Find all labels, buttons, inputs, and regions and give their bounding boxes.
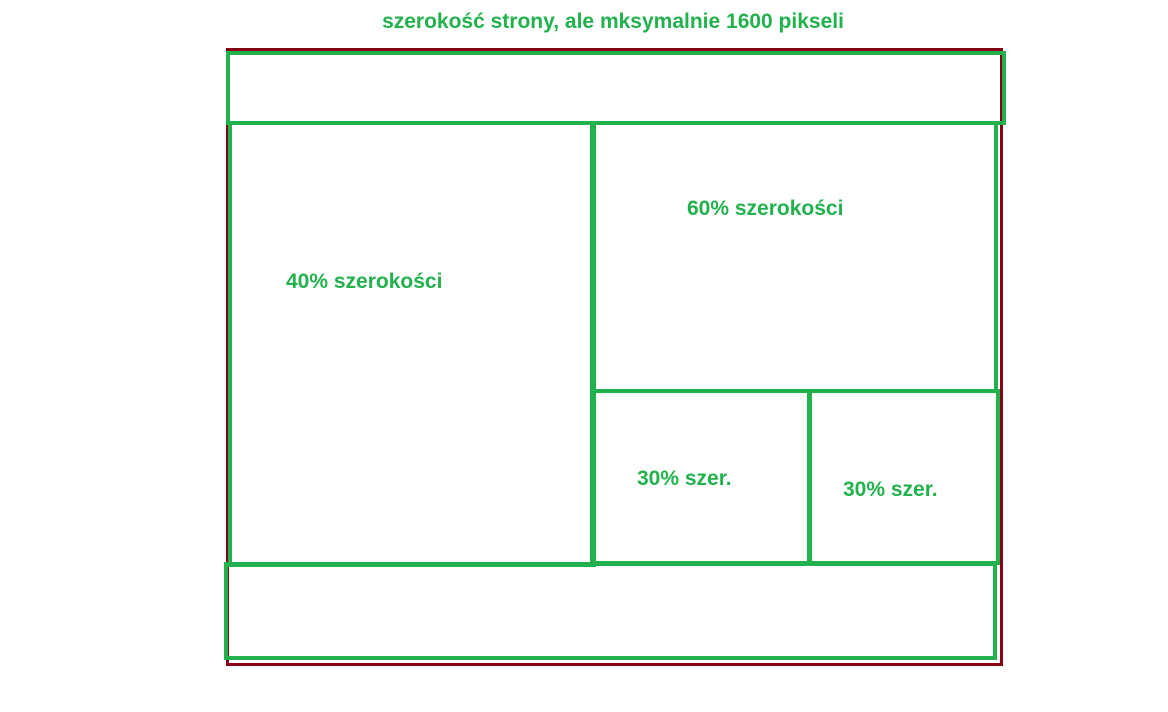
right-bottom-left-label: 30% szer. (637, 467, 732, 490)
right-top-box (590, 121, 998, 393)
right-bottom-right-box (807, 389, 1000, 565)
page-outer-frame (226, 48, 1003, 666)
diagram-title: szerokość strony, ale mksymalnie 1600 pi… (382, 10, 844, 33)
header-section-box (226, 51, 1006, 125)
right-bottom-right-label: 30% szer. (843, 478, 938, 501)
right-top-label: 60% szerokości (687, 197, 844, 220)
left-column-label: 40% szerokości (286, 270, 443, 293)
footer-section-box (224, 562, 997, 660)
left-column-box (228, 121, 596, 567)
